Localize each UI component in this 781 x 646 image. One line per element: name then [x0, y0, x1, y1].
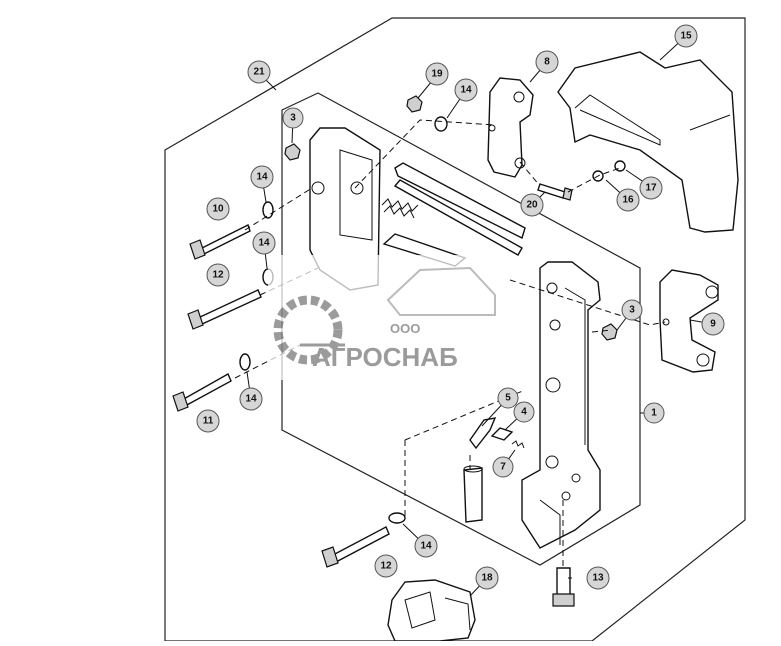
- callout-9: 9: [701, 312, 725, 336]
- callout-1: 1: [643, 402, 665, 424]
- callout-14-e: 14: [414, 534, 438, 558]
- svg-text:13: 13: [592, 573, 604, 584]
- spring: [381, 198, 419, 219]
- bolt-10: [189, 224, 251, 260]
- part-8-bracket: [487, 77, 534, 178]
- callout-15: 15: [674, 24, 698, 48]
- svg-text:19: 19: [431, 69, 443, 80]
- callout-19: 19: [425, 62, 449, 86]
- callout-21: 21: [247, 60, 271, 84]
- inner-frame: [281, 92, 641, 566]
- part-9-bracket: [659, 269, 719, 373]
- part-18-block: [387, 579, 476, 642]
- small-parts: [463, 417, 525, 523]
- callout-14-b: 14: [250, 165, 274, 189]
- callout-4: 4: [513, 401, 535, 423]
- svg-text:11: 11: [203, 416, 214, 427]
- svg-text:15: 15: [680, 31, 692, 42]
- part-15-cover: [557, 51, 739, 233]
- bolt-12-lower: [321, 526, 390, 568]
- svg-text:14: 14: [420, 541, 432, 552]
- bolt-11: [172, 373, 232, 412]
- svg-text:14: 14: [258, 238, 270, 249]
- svg-text:1: 1: [651, 408, 657, 419]
- svg-text:4: 4: [521, 407, 527, 418]
- svg-text:8: 8: [544, 57, 550, 68]
- svg-text:14: 14: [245, 394, 257, 405]
- bolt-13: [552, 567, 575, 607]
- gear-icon: [273, 295, 343, 365]
- callout-13: 13: [586, 566, 610, 590]
- callout-8: 8: [535, 50, 559, 74]
- callout-10: 10: [206, 197, 230, 221]
- harvester-icon: [386, 266, 496, 316]
- callout-20: 20: [520, 193, 544, 217]
- watermark: ООО АГРОСНАБ: [268, 255, 508, 380]
- svg-text:21: 21: [253, 67, 265, 78]
- callout-3-a: 3: [282, 107, 304, 129]
- bolt-12-upper: [187, 289, 262, 330]
- watermark-name: АГРОСНАБ: [312, 342, 458, 372]
- svg-text:12: 12: [212, 270, 224, 281]
- main-latch: [521, 261, 601, 549]
- bolt-20: [537, 183, 573, 201]
- callout-7: 7: [492, 456, 514, 478]
- callout-14-a: 14: [454, 78, 478, 102]
- callout-12-a: 12: [206, 263, 230, 287]
- svg-text:16: 16: [622, 195, 634, 206]
- callout-14-c: 14: [252, 231, 276, 255]
- watermark-prefix: ООО: [390, 321, 420, 336]
- callout-11: 11: [196, 409, 220, 433]
- svg-text:12: 12: [380, 561, 392, 572]
- svg-text:3: 3: [629, 305, 635, 316]
- svg-text:10: 10: [212, 204, 224, 215]
- svg-text:18: 18: [481, 573, 493, 584]
- svg-text:7: 7: [500, 462, 506, 473]
- svg-text:9: 9: [710, 319, 716, 330]
- callout-12-b: 12: [374, 554, 398, 578]
- svg-text:14: 14: [460, 85, 472, 96]
- callout-3-b: 3: [621, 299, 643, 321]
- callout-17: 17: [639, 176, 663, 200]
- callout-16: 16: [616, 188, 640, 212]
- svg-text:3: 3: [290, 113, 296, 124]
- callout-14-d: 14: [239, 387, 263, 411]
- svg-text:5: 5: [505, 393, 511, 404]
- callout-5: 5: [497, 387, 519, 409]
- svg-text:17: 17: [645, 183, 657, 194]
- svg-text:14: 14: [256, 172, 268, 183]
- svg-text:20: 20: [526, 200, 538, 211]
- callout-18: 18: [475, 566, 499, 590]
